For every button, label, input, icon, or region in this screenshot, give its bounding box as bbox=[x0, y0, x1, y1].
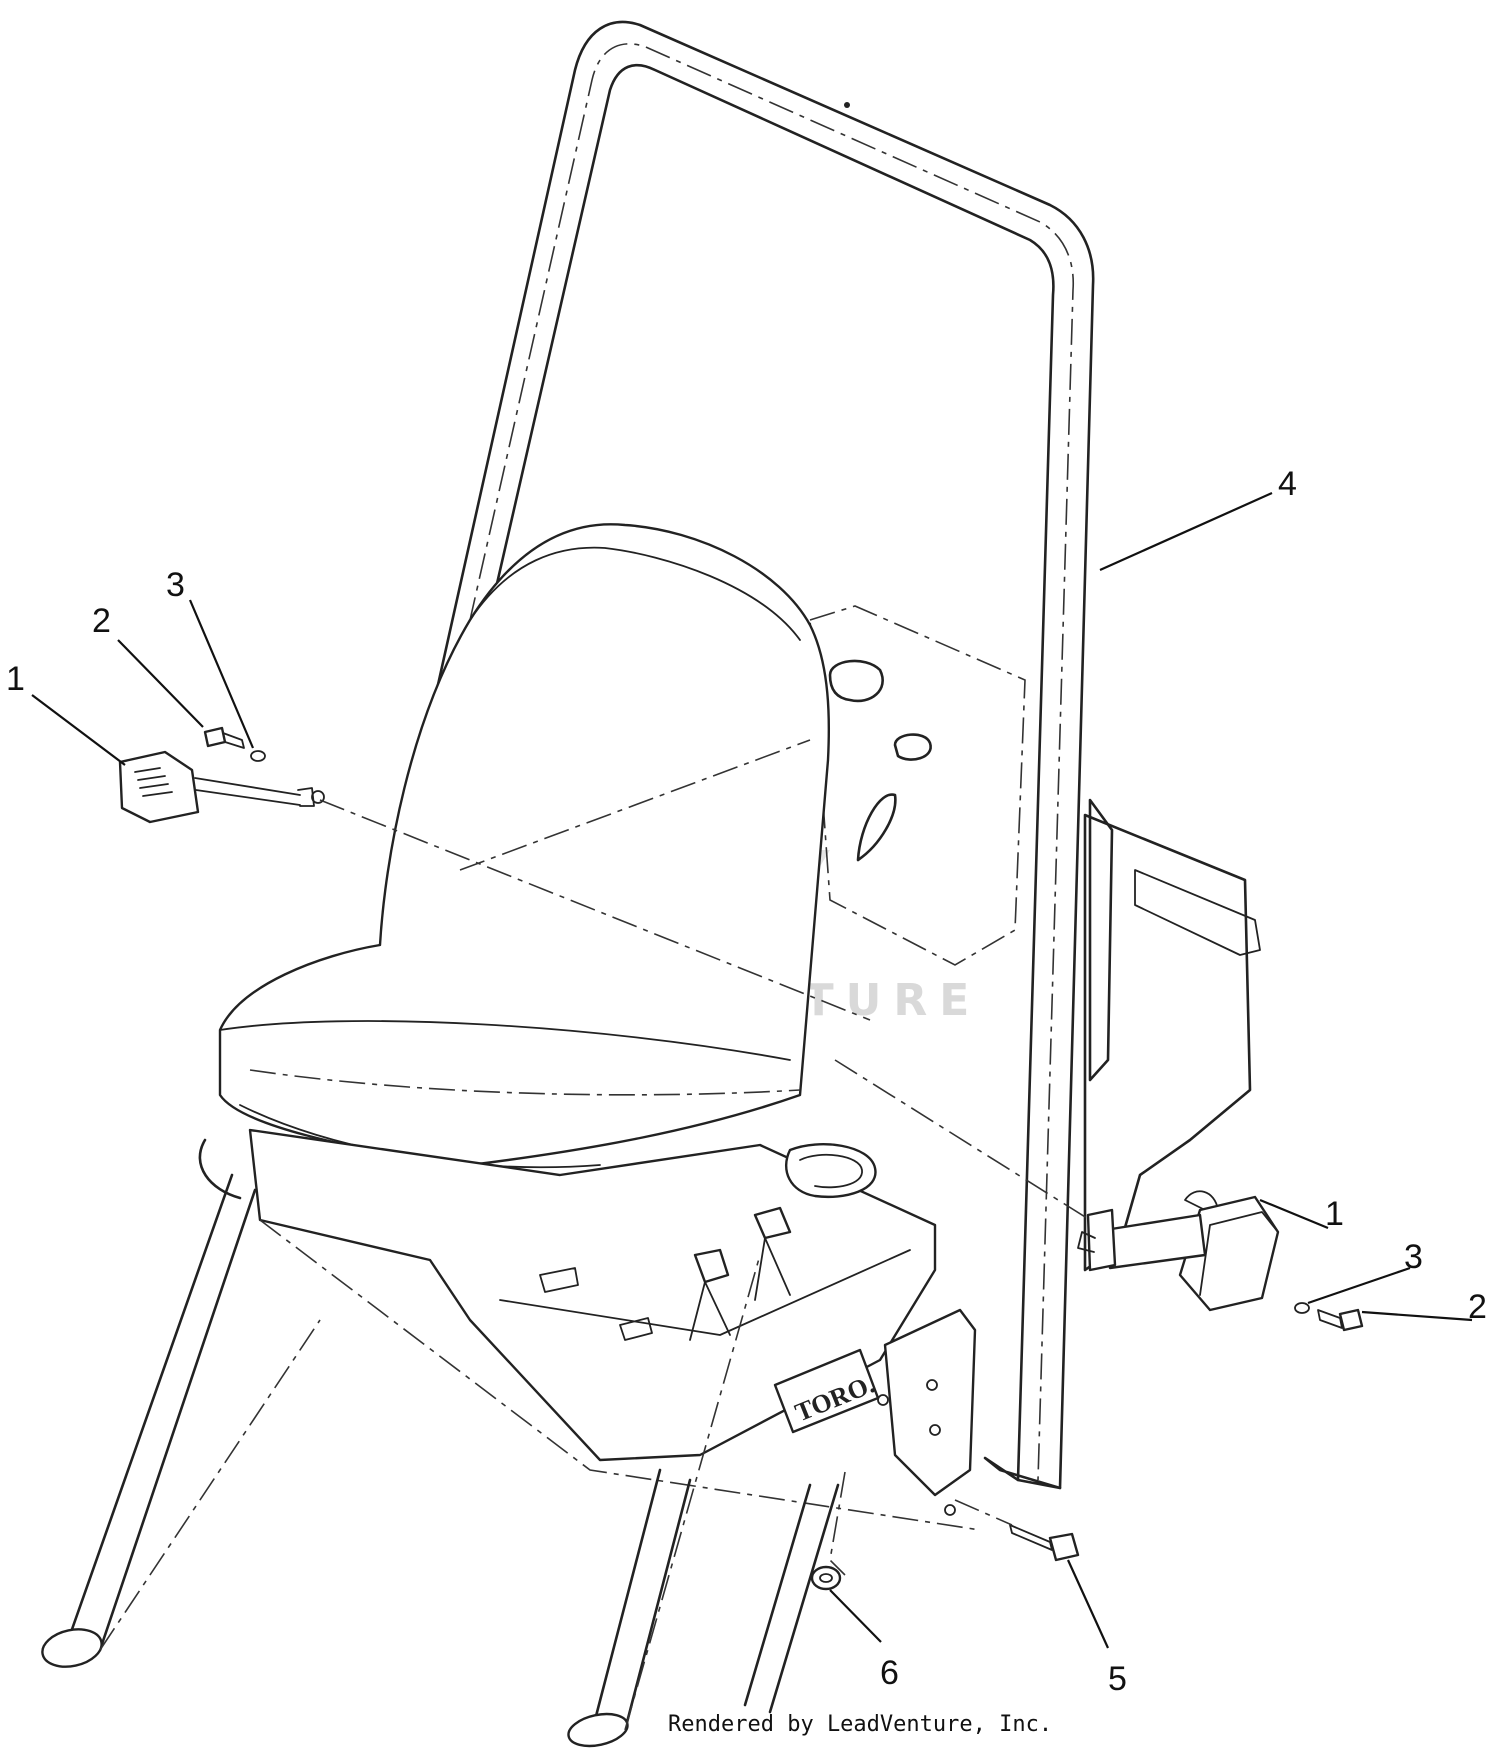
callout-2-right: 2 bbox=[1468, 1288, 1487, 1326]
callout-labels: 1 2 3 4 1 3 2 6 5 bbox=[6, 465, 1487, 1698]
leader-lines bbox=[31, 491, 1473, 1649]
left-washer bbox=[250, 750, 266, 762]
callout-1-right: 1 bbox=[1325, 1195, 1344, 1233]
seat bbox=[218, 523, 831, 1169]
callout-5: 5 bbox=[1108, 1660, 1127, 1698]
rear-console bbox=[809, 605, 1261, 1272]
right-washer bbox=[1294, 1302, 1310, 1314]
left-seat-belt-buckle bbox=[118, 750, 325, 824]
render-credit: Rendered by LeadVenture, Inc. bbox=[668, 1712, 1053, 1737]
callout-6: 6 bbox=[880, 1654, 899, 1692]
callout-2-left: 2 bbox=[92, 602, 111, 640]
right-centerline bbox=[834, 1059, 1091, 1221]
callout-4: 4 bbox=[1278, 465, 1297, 503]
callout-3-right: 3 bbox=[1404, 1238, 1423, 1276]
frame-tubes bbox=[41, 1138, 840, 1748]
callout-3-left: 3 bbox=[166, 566, 185, 604]
seat-platform: TORO. bbox=[248, 1128, 981, 1576]
left-bolt bbox=[203, 726, 245, 749]
rollbar-bolt bbox=[954, 1499, 1080, 1562]
roll-bar bbox=[378, 20, 1095, 1490]
right-seat-belt-latch bbox=[1077, 1195, 1280, 1312]
right-bolt bbox=[1317, 1308, 1364, 1332]
flange-nut bbox=[810, 1565, 842, 1591]
callout-1-left: 1 bbox=[6, 660, 25, 698]
left-centerline bbox=[319, 799, 871, 1021]
